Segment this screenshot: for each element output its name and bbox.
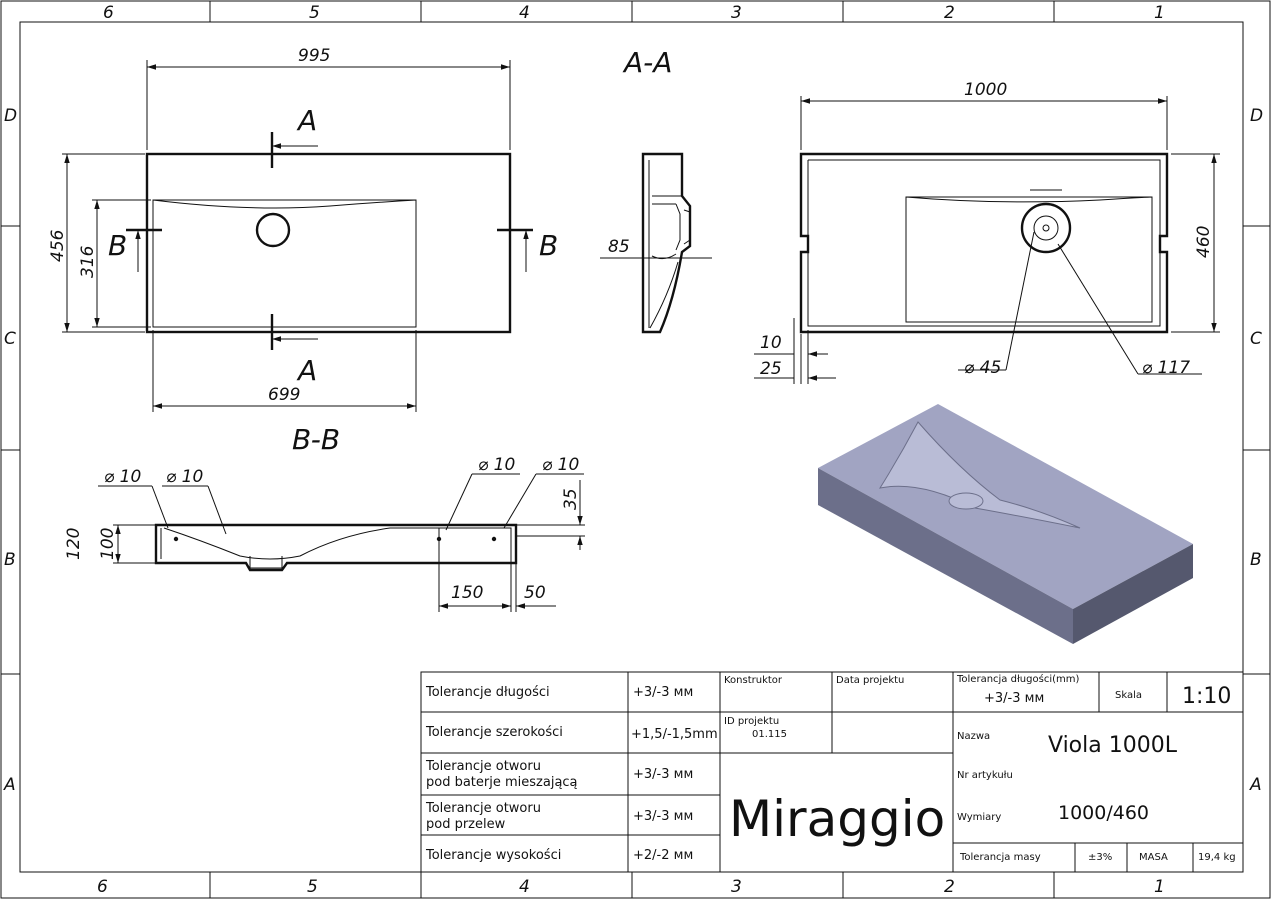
basin-bowl-recess [878, 421, 1081, 529]
zone-row-c: C [4, 329, 16, 349]
dim-1000: 1000 [964, 80, 1007, 100]
zone-row-d: D [4, 106, 17, 126]
masa-label: MASA [1139, 852, 1168, 863]
masa-value: 19,4 kg [1198, 852, 1236, 863]
zone-row-a-right: A [1249, 775, 1262, 795]
dim-hole-117: ⌀ 117 [1142, 358, 1190, 378]
dim-50: 50 [524, 583, 546, 603]
dim-bb-diam-2: ⌀ 10 [166, 467, 203, 487]
dim-85: 85 [608, 237, 630, 257]
zone-col-5: 5 [309, 3, 320, 23]
section-b-b-view: B-B 120 100 35 150 50 ⌀ 10 ⌀ 10 ⌀ 10 ⌀ 1… [64, 423, 585, 612]
skala-value: 1:10 [1182, 684, 1231, 709]
zone-col-4: 4 [519, 3, 530, 23]
section-b-b-profile [154, 523, 518, 572]
dim-100: 100 [98, 528, 118, 560]
zone-col-6: 6 [103, 3, 114, 23]
basin-3d-render [818, 404, 1193, 644]
zone-col-5-bottom: 5 [307, 877, 318, 897]
dim-995: 995 [298, 46, 330, 66]
section-a-a-profile [641, 152, 692, 334]
dim-150: 150 [451, 583, 483, 603]
right-view-outline [799, 152, 1169, 334]
basin-drain [948, 492, 984, 510]
nazwa-label: Nazwa [957, 731, 990, 742]
tol-mixer-line1: Tolerancje otworu [425, 759, 541, 774]
dim-25: 25 [760, 359, 782, 379]
tol-length-value: +3/-3 мм [633, 685, 693, 700]
company-logo: Miraggio [729, 790, 945, 848]
basin-side-face [1073, 544, 1193, 644]
tol-height-label: Tolerancje wysokości [425, 848, 561, 863]
cut-label-a-bottom: A [296, 354, 317, 387]
cut-label-b-right: B [539, 229, 558, 262]
drain-inner [1033, 215, 1059, 241]
tol-width-value: +1,5/-1,5mm [631, 727, 718, 742]
top-view-bowl [152, 199, 417, 328]
dim-456: 456 [48, 229, 68, 262]
dim-120: 120 [64, 528, 84, 560]
dim-316: 316 [78, 245, 98, 278]
dim-699: 699 [268, 385, 300, 405]
right-top-view: ⌀ 45 ⌀ 117 1000 460 10 25 [754, 80, 1220, 384]
dim-10: 10 [760, 333, 782, 353]
zone-col-3-bottom: 3 [731, 877, 742, 897]
id-projektu-label: ID projektu [724, 716, 779, 727]
zone-col-1: 1 [1154, 3, 1165, 23]
dim-bb-diam-1: ⌀ 10 [104, 467, 141, 487]
section-title-a-a: A-A [622, 46, 672, 79]
skala-label: Skala [1115, 690, 1142, 701]
cut-label-a-top: A [296, 104, 317, 137]
tol-masy-value: ±3% [1088, 852, 1112, 863]
tap-hole-circle [255, 212, 291, 248]
nr-artykulu-label: Nr artykułu [957, 770, 1013, 781]
dim-35: 35 [561, 488, 581, 510]
tol-height-value: +2/-2 мм [633, 848, 693, 863]
zone-col-3: 3 [731, 3, 742, 23]
zone-row-c-right: C [1250, 329, 1262, 349]
id-projektu-value: 01.115 [752, 729, 787, 740]
wymiary-value: 1000/460 [1058, 802, 1149, 824]
top-view: A A B B 995 456 316 699 [48, 46, 558, 412]
tol-width-label: Tolerancje szerokości [425, 725, 563, 740]
top-view-outline [145, 152, 512, 334]
zone-col-2-bottom: 2 [944, 877, 955, 897]
zone-row-b-right: B [1250, 550, 1262, 570]
tol-overflow-line2: pod przelew [426, 817, 506, 832]
zone-col-2: 2 [944, 3, 955, 23]
drain-outer [1020, 202, 1072, 254]
dim-hole-45: ⌀ 45 [964, 358, 1001, 378]
section-title-b-b: B-B [292, 423, 340, 456]
title-block: Tolerancje długości +3/-3 мм Tolerancje … [420, 671, 1244, 873]
zone-row-b: B [4, 550, 16, 570]
zone-row-a: A [3, 775, 16, 795]
basin-front-face [818, 468, 1073, 644]
right-view-bowl [905, 196, 1153, 323]
konstruktor-label: Konstruktor [724, 675, 783, 686]
zone-row-d-right: D [1250, 106, 1263, 126]
cut-label-b-left: B [108, 229, 127, 262]
dim-bb-diam-3: ⌀ 10 [478, 455, 515, 475]
tol-mixer-value: +3/-3 мм [633, 767, 693, 782]
tol-overflow-line1: Tolerancje otworu [425, 801, 541, 816]
tol-mixer-line2: pod baterje mieszającą [426, 775, 578, 790]
wymiary-label: Wymiary [957, 812, 1001, 823]
dim-bb-diam-4: ⌀ 10 [542, 455, 579, 475]
zone-col-1-bottom: 1 [1154, 877, 1165, 897]
dim-460: 460 [1194, 226, 1214, 258]
nazwa-value: Viola 1000L [1048, 733, 1178, 758]
tol-length-label: Tolerancje długości [425, 685, 550, 700]
tol-overflow-value: +3/-3 мм [633, 809, 693, 824]
tol-masy-label: Tolerancja masy [959, 852, 1041, 863]
zone-col-6-bottom: 6 [97, 877, 108, 897]
section-a-a-view: A-A 85 [600, 46, 712, 334]
tol-len-mm-label: Tolerancja długości(mm) [956, 673, 1079, 685]
zone-col-4-bottom: 4 [519, 877, 530, 897]
data-projektu-label: Data projektu [836, 675, 904, 686]
tol-len-mm-value: +3/-3 мм [984, 691, 1044, 706]
